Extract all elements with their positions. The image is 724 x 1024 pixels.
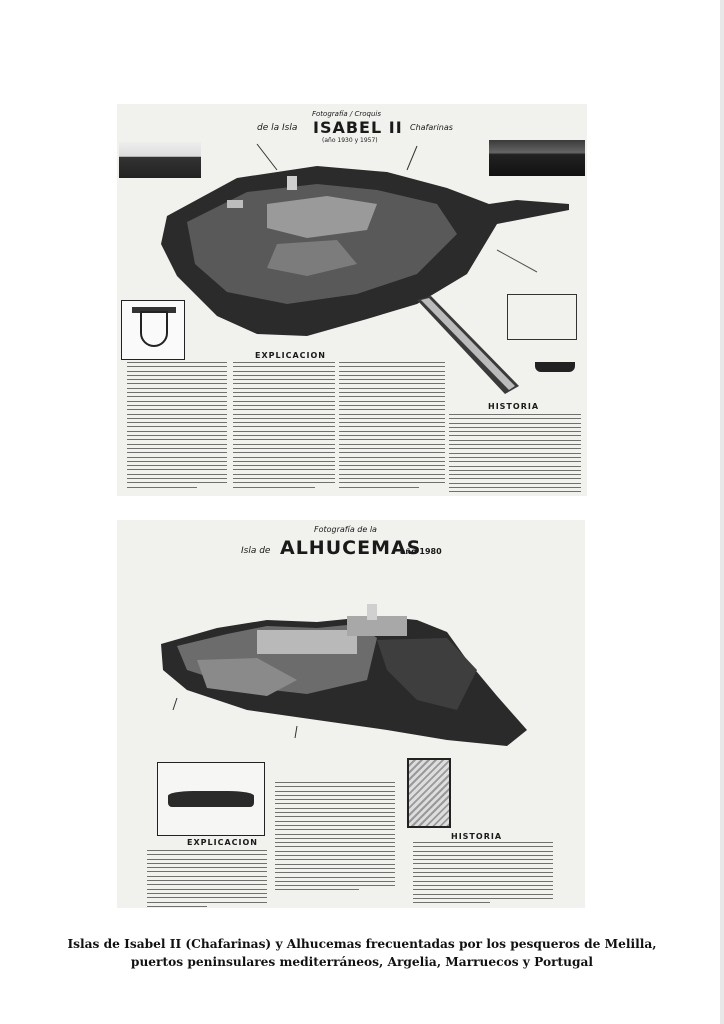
historia-heading: HISTORIA: [451, 832, 503, 841]
historia-heading: HISTORIA: [488, 402, 540, 411]
island-fortress-photo: [161, 604, 527, 746]
ship-drawing: [535, 362, 575, 372]
plate-title-suffix: año 1980: [400, 547, 442, 556]
inset-photo-left: [119, 142, 201, 178]
legend-list-col-2: [275, 782, 395, 894]
plate-title: ISABEL II: [313, 118, 403, 137]
alhucemas-plate: Fotografía de la Isla de ALHUCEMAS año 1…: [117, 520, 585, 908]
page-edge: [720, 0, 724, 1024]
legend-list-col-3: [339, 362, 445, 491]
plate-photo-label: Fotografía / Croquis: [312, 110, 381, 118]
legend-list-col-2: [233, 362, 335, 491]
caption-line-2: puertos peninsulares mediterráneos, Arge…: [130, 955, 594, 969]
inset-photo-island: [157, 762, 265, 836]
isabel-ii-plate: Fotografía / Croquis de la Isla ISABEL I…: [117, 104, 587, 496]
plate-title: ALHUCEMAS: [280, 537, 422, 559]
inset-photo-right: [489, 140, 585, 176]
map-legend-box: [507, 294, 577, 340]
plate-title-prefix: de la Isla: [257, 123, 298, 133]
coat-of-arms: [121, 300, 185, 360]
plate-photo-label: Fotografía de la: [314, 525, 377, 534]
plate-title-prefix: Isla de: [241, 546, 271, 556]
legend-list-col-1: [127, 362, 227, 491]
explicacion-heading: EXPLICACION: [187, 838, 258, 847]
island-aerial-photo: [161, 143, 569, 394]
plate-title-suffix: Chafarinas: [410, 123, 453, 132]
legend-list-col-1: [147, 850, 267, 908]
historia-text: [449, 414, 581, 496]
page-caption: Islas de Isabel II (Chafarinas) y Alhuce…: [52, 935, 672, 971]
caption-line-1: Islas de Isabel II (Chafarinas) y Alhuce…: [67, 937, 657, 951]
plate-title-dates: (año 1930 y 1957): [322, 137, 378, 144]
historical-engraving: [407, 758, 451, 828]
historia-text: [413, 842, 553, 906]
explicacion-heading: EXPLICACION: [255, 351, 326, 360]
